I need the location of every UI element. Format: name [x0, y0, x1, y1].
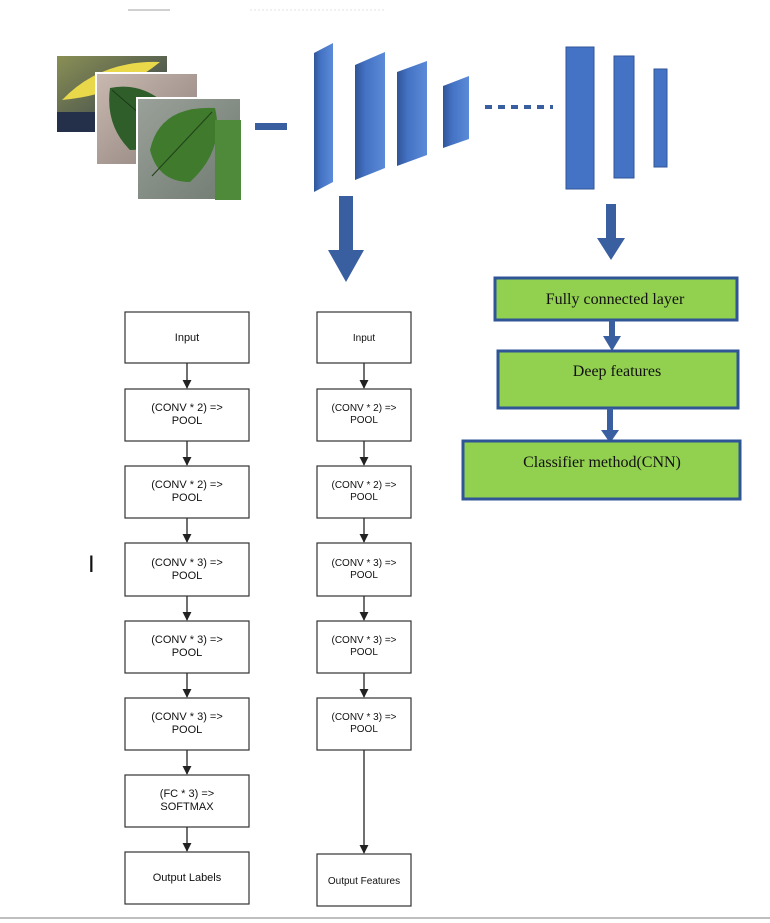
flow-box-conv: (CONV * 2) => POOL	[124, 465, 250, 519]
flow-box-conv: (CONV * 3) => POOL	[124, 697, 250, 751]
flow-box-conv: (CONV * 3) => POOL	[316, 697, 412, 751]
box-line-1: (CONV * 2) =>	[151, 402, 223, 414]
box-line-2: SOFTMAX	[160, 801, 214, 813]
down-arrow-icon	[328, 196, 364, 282]
conv-layer-slab	[397, 61, 427, 166]
down-arrow-icon	[597, 204, 625, 260]
box-line-2: POOL	[350, 724, 378, 735]
box-line-1: (CONV * 2) =>	[331, 403, 396, 414]
flow-box-conv: (CONV * 3) => POOL	[124, 542, 250, 597]
box-line-2: POOL	[350, 647, 378, 658]
conv-layers-group	[314, 43, 469, 192]
box-line-1: (CONV * 3) =>	[331, 712, 396, 723]
box-line-1: (CONV * 2) =>	[151, 479, 223, 491]
green-box-deep-features: Deep features	[496, 349, 740, 410]
green-box-label: Classifier method(CNN)	[523, 454, 681, 471]
left-flowchart: Input (CONV * 2) => POOL (CONV * 2) => P…	[124, 311, 250, 905]
green-box-classifier: Classifier method(CNN)	[461, 439, 742, 501]
fc-layers-group	[565, 46, 668, 190]
box-line-2: POOL	[350, 570, 378, 581]
right-flowchart: Input (CONV * 2) => POOL (CONV * 2) => P…	[316, 311, 412, 907]
fc-layer-bar	[613, 55, 635, 179]
down-arrow-icon	[603, 320, 621, 351]
flow-box-output: Output Features	[316, 853, 412, 907]
flow-box-output: Output Labels	[124, 851, 250, 905]
flow-box-fc: (FC * 3) => SOFTMAX	[124, 774, 250, 828]
flow-box-input: Input	[124, 311, 250, 364]
box-line-1: (CONV * 3) =>	[151, 557, 223, 569]
box-line-2: POOL	[172, 724, 203, 736]
flow-box-conv: (CONV * 2) => POOL	[316, 465, 412, 519]
green-box-fully-connected: Fully connected layer	[493, 276, 739, 322]
box-line-1: Input	[353, 333, 375, 344]
green-box-label: Deep features	[573, 363, 661, 380]
flow-box-conv: (CONV * 3) => POOL	[316, 620, 412, 674]
fc-layer-bar	[565, 46, 595, 190]
flow-box-conv: (CONV * 3) => POOL	[316, 542, 412, 597]
conv-layer-slab	[443, 76, 469, 148]
box-line-1: (CONV * 3) =>	[331, 635, 396, 646]
box-line-2: POOL	[350, 415, 378, 426]
box-line-1: (CONV * 3) =>	[151, 634, 223, 646]
box-line-1: Input	[175, 332, 199, 344]
down-arrow-icon	[601, 408, 619, 443]
fc-layer-bar	[653, 68, 668, 168]
box-line-2: POOL	[172, 647, 203, 659]
box-line-1: (CONV * 2) =>	[331, 480, 396, 491]
box-line-2: POOL	[172, 570, 203, 582]
green-box-label: Fully connected layer	[546, 291, 685, 308]
box-line-1: Output Features	[328, 876, 400, 887]
stray-cursor-mark: I	[88, 551, 95, 578]
box-line-1: (CONV * 3) =>	[151, 711, 223, 723]
flow-box-input: Input	[316, 311, 412, 364]
input-connector	[255, 123, 287, 130]
leaf-images-stack	[57, 56, 242, 201]
conv-layer-slab	[314, 43, 333, 192]
leaf-photo-icon	[136, 97, 242, 201]
flow-box-conv: (CONV * 2) => POOL	[316, 388, 412, 442]
flow-box-conv: (CONV * 2) => POOL	[124, 388, 250, 442]
box-line-2: POOL	[350, 492, 378, 503]
box-line-1: (FC * 3) =>	[160, 788, 214, 800]
box-line-1: Output Labels	[153, 872, 222, 884]
box-line-2: POOL	[172, 415, 203, 427]
flow-box-conv: (CONV * 3) => POOL	[124, 620, 250, 674]
conv-layer-slab	[355, 52, 385, 180]
box-line-1: (CONV * 3) =>	[331, 558, 396, 569]
box-line-2: POOL	[172, 492, 203, 504]
